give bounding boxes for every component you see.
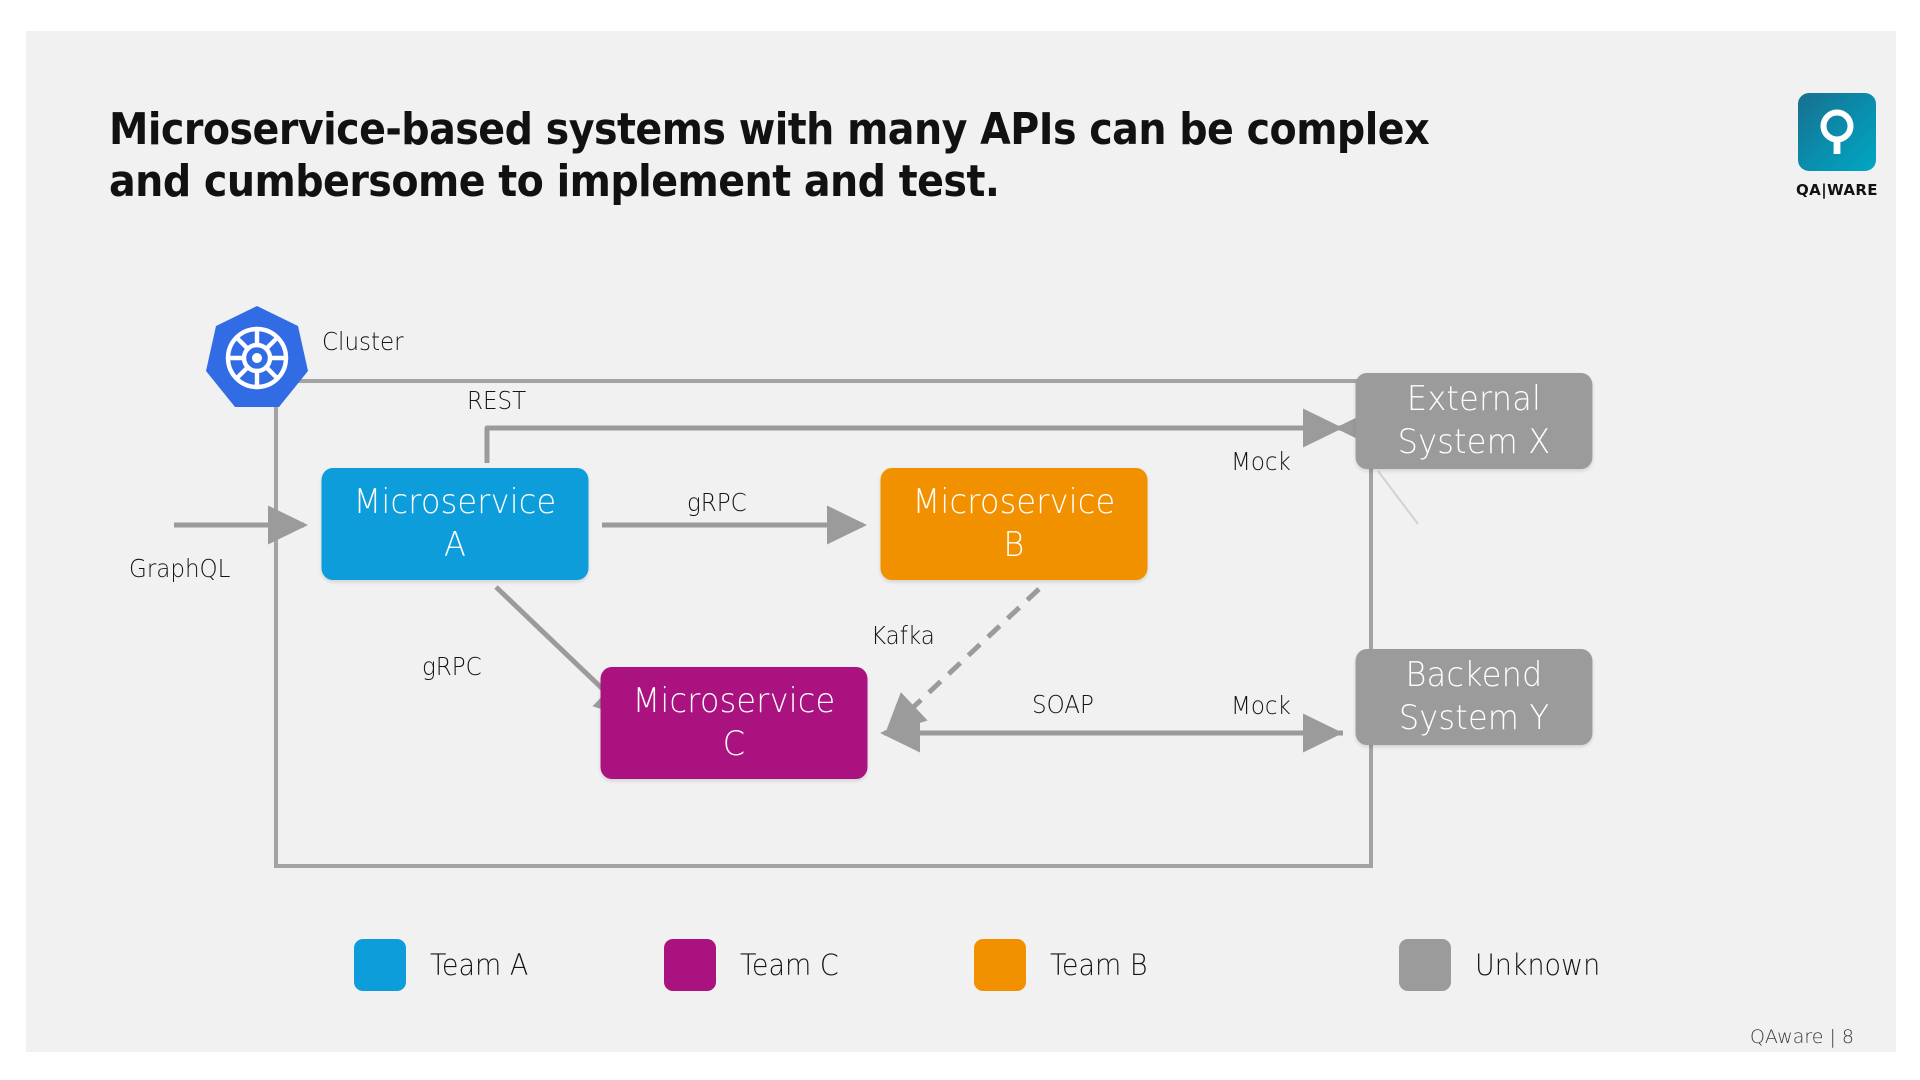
label-soap: SOAP: [1032, 690, 1094, 719]
architecture-diagram: Microservice A Microservice B Microservi…: [26, 31, 1896, 1052]
node-backend-system-y[interactable]: Backend System Y: [1355, 649, 1593, 745]
title-line-1: Microservice-based systems with many API…: [109, 104, 1430, 155]
label-grpc-a-b: gRPC: [687, 488, 747, 517]
legend-item-team-a: Team A: [354, 934, 536, 996]
mock-leader-top: [1377, 470, 1419, 525]
qaware-q-logo-icon: [1798, 93, 1876, 171]
node-microservice-b[interactable]: Microservice B: [880, 468, 1148, 580]
label-rest: REST: [467, 386, 527, 415]
legend-label-team-b: Team B: [1050, 948, 1148, 982]
legend-item-unknown: Unknown: [1399, 934, 1610, 996]
label-mock-top: Mock: [1231, 447, 1291, 476]
title-line-2: and cumbersome to implement and test.: [109, 155, 1000, 207]
node-microservice-a[interactable]: Microservice A: [321, 468, 589, 580]
edge-rest: [484, 408, 1344, 463]
brand-wordmark: QA|WARE: [1796, 181, 1878, 199]
label-cluster: Cluster: [322, 327, 404, 356]
legend-label-unknown: Unknown: [1475, 948, 1601, 982]
label-grpc-a-c: gRPC: [422, 652, 482, 681]
legend-swatch-team-a: [354, 939, 406, 991]
page-title: Microservice-based systems with many API…: [109, 104, 1576, 208]
label-kafka: Kafka: [871, 621, 935, 650]
legend-item-team-b: Team B: [974, 934, 1155, 996]
cluster-boundary: [274, 379, 1373, 868]
q-glyph-icon: [1820, 109, 1854, 154]
legend-swatch-unknown: [1399, 939, 1451, 991]
node-microservice-c[interactable]: Microservice C: [600, 667, 868, 779]
label-mock-bottom: Mock: [1231, 691, 1291, 720]
kubernetes-helm-wheel-icon: [206, 306, 308, 407]
legend: Team A Team C Team B Unknown: [354, 934, 1674, 996]
legend-item-team-c: Team C: [664, 934, 846, 996]
brand-logo: QA|WARE: [1792, 93, 1882, 211]
legend-swatch-team-b: [974, 939, 1026, 991]
slide-footer: QAware | 8: [1749, 1026, 1854, 1048]
edge-kafka-b-c: [885, 587, 1041, 734]
legend-swatch-team-c: [664, 939, 716, 991]
node-external-system-x[interactable]: External System X: [1355, 373, 1593, 469]
legend-label-team-a: Team A: [430, 948, 529, 982]
legend-label-team-c: Team C: [740, 948, 839, 982]
label-graphql: GraphQL: [129, 554, 231, 583]
slide: Microservice-based systems with many API…: [26, 31, 1896, 1052]
